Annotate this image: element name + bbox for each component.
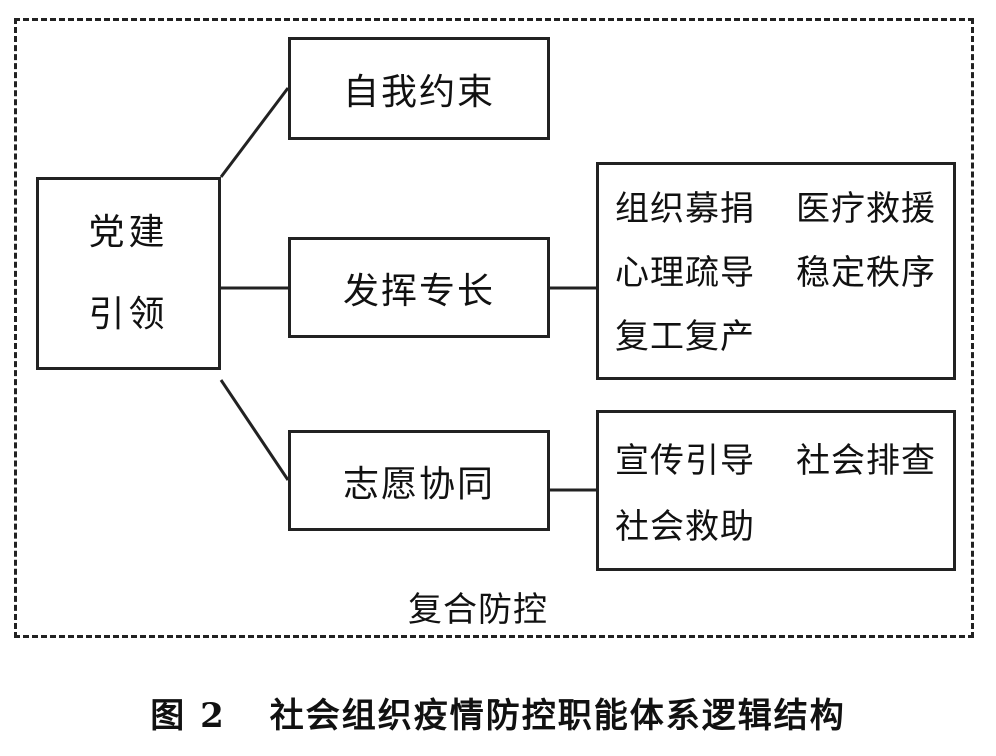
connector-root-to-self-discipline xyxy=(219,87,290,178)
composite-prevention-label: 复合防控 xyxy=(408,590,548,630)
expertise-details-box: 组织募捐 医疗救援 心理疏导 稳定秩序 复工复产 xyxy=(596,162,956,380)
party-leadership-box: 党建 引领 xyxy=(36,177,221,370)
connector-root-to-volunteer xyxy=(219,379,290,481)
figure-number: 图 2 xyxy=(150,696,226,736)
volunteer-details-box: 宣传引导 社会排查 社会救助 xyxy=(596,410,956,571)
detail-social-assistance: 社会救助 xyxy=(615,507,755,547)
self-discipline-label: 自我约束 xyxy=(342,71,495,113)
root-label-line1: 党建 xyxy=(88,211,169,253)
figure-title: 社会组织疫情防控职能体系逻辑结构 xyxy=(269,696,846,736)
self-discipline-box: 自我约束 xyxy=(288,37,550,140)
figure-caption: 图 2 社会组织疫情防控职能体系逻辑结构 xyxy=(0,688,996,737)
detail-publicity-guidance: 宣传引导 xyxy=(615,441,755,481)
detail-community-screening: 社会排查 xyxy=(796,441,936,481)
expertise-box: 发挥专长 xyxy=(288,237,550,338)
detail-fundraising: 组织募捐 xyxy=(615,189,755,229)
composite-prevention-frame xyxy=(14,18,974,638)
detail-maintain-order: 稳定秩序 xyxy=(796,253,936,293)
detail-resume-work: 复工复产 xyxy=(615,317,755,357)
volunteer-coordination-box: 志愿协同 xyxy=(288,430,550,531)
detail-medical-rescue: 医疗救援 xyxy=(796,189,936,229)
expertise-label: 发挥专长 xyxy=(342,270,495,312)
volunteer-coordination-label: 志愿协同 xyxy=(342,463,495,505)
detail-psychological-counseling: 心理疏导 xyxy=(615,253,755,293)
root-label-line2: 引领 xyxy=(88,293,169,335)
